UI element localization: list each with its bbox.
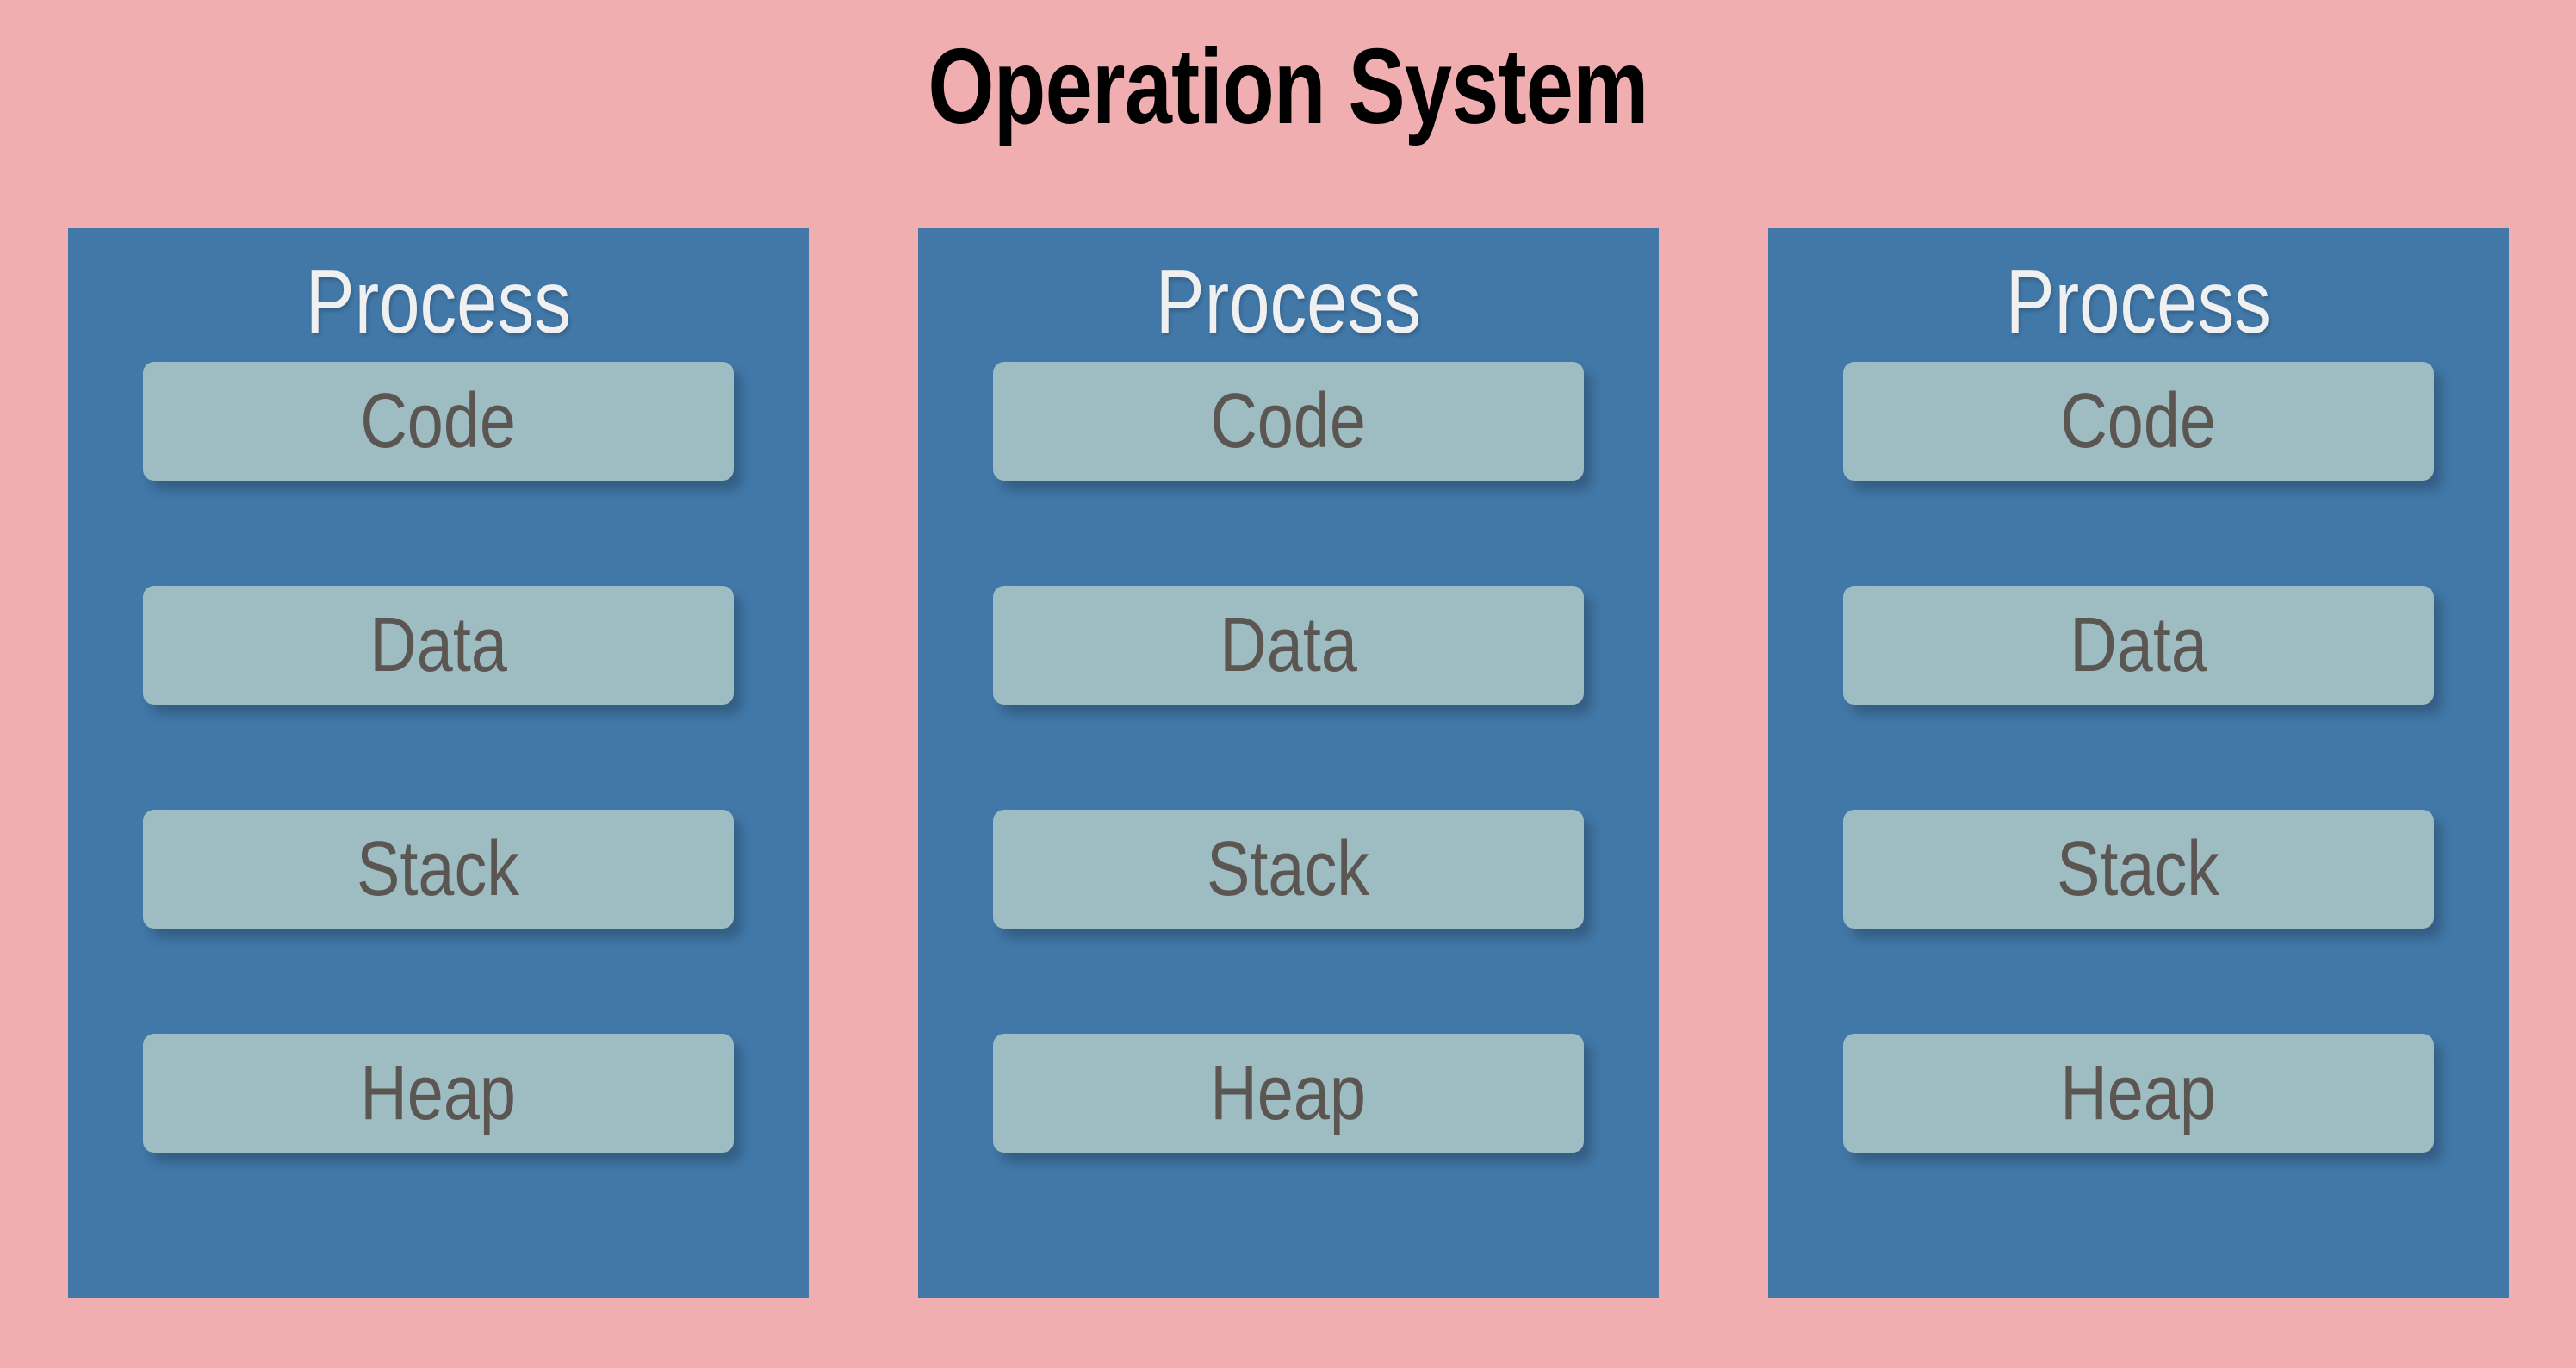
- memory-segment-stack: Stack: [143, 809, 734, 929]
- process-panel-1: Process Code Data Stack Heap: [68, 228, 809, 1298]
- memory-segment-stack: Stack: [993, 809, 1584, 929]
- memory-segment-list: Code Data Stack Heap: [1768, 361, 2509, 1153]
- memory-segment-heap: Heap: [143, 1033, 734, 1153]
- process-heading: Process: [2005, 252, 2272, 352]
- segment-label: Data: [1220, 601, 1357, 688]
- segment-label: Code: [360, 377, 517, 464]
- segment-label: Stack: [2057, 825, 2220, 912]
- memory-segment-stack: Stack: [1843, 809, 2434, 929]
- memory-segment-list: Code Data Stack Heap: [68, 361, 809, 1153]
- memory-segment-code: Code: [993, 361, 1584, 481]
- process-heading: Process: [1155, 252, 1422, 352]
- page-title: Operation System: [928, 28, 1648, 146]
- segment-label: Heap: [2060, 1049, 2217, 1136]
- process-panel-3: Process Code Data Stack Heap: [1768, 228, 2509, 1298]
- memory-segment-data: Data: [993, 585, 1584, 705]
- process-panel-2: Process Code Data Stack Heap: [918, 228, 1659, 1298]
- segment-label: Code: [2060, 377, 2217, 464]
- segment-label: Heap: [1210, 1049, 1367, 1136]
- memory-segment-heap: Heap: [993, 1033, 1584, 1153]
- segment-label: Stack: [1207, 825, 1370, 912]
- memory-segment-code: Code: [143, 361, 734, 481]
- memory-segment-list: Code Data Stack Heap: [918, 361, 1659, 1153]
- memory-segment-code: Code: [1843, 361, 2434, 481]
- segment-label: Data: [2070, 601, 2207, 688]
- memory-segment-heap: Heap: [1843, 1033, 2434, 1153]
- segment-label: Heap: [360, 1049, 517, 1136]
- segment-label: Data: [369, 601, 507, 688]
- process-heading: Process: [305, 252, 572, 352]
- segment-label: Stack: [357, 825, 520, 912]
- memory-segment-data: Data: [1843, 585, 2434, 705]
- process-list: Process Code Data Stack Heap Process: [68, 228, 2509, 1298]
- segment-label: Code: [1210, 377, 1367, 464]
- memory-segment-data: Data: [143, 585, 734, 705]
